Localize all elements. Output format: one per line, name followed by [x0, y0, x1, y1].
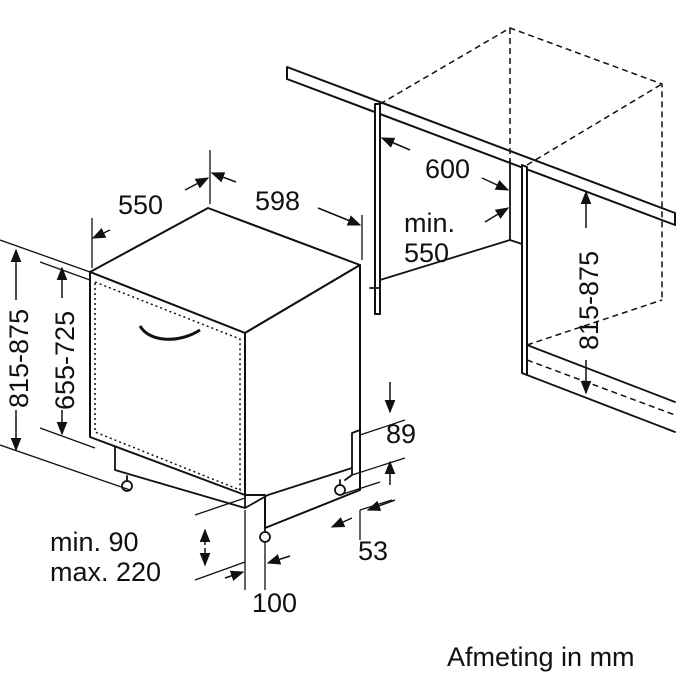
label-foot-100: 100: [252, 588, 297, 618]
right-cabinet-side: [521, 164, 528, 376]
label-plinth-max: max. 220: [50, 557, 161, 587]
foot-front-right: [259, 531, 271, 543]
label-niche-depth-min: min.: [404, 208, 455, 238]
label-plinth-89: 89: [386, 419, 416, 449]
dimension-arrows: [10, 137, 592, 581]
countertop: [286, 66, 676, 226]
label-foot-53: 53: [358, 536, 388, 566]
label-height-range-right: 815-875: [574, 251, 604, 350]
label-height-range-left: 815-875: [4, 309, 34, 408]
label-niche-width-600: 600: [425, 154, 470, 184]
label-unit-note: Afmeting in mm: [447, 642, 635, 672]
label-niche-depth-550: 550: [404, 238, 449, 268]
dimension-labels: 550 598 600 min. 550 815-875 655-725 815…: [4, 154, 635, 672]
door-outline: [94, 280, 241, 492]
label-depth-550: 550: [118, 190, 163, 220]
door-handle: [138, 325, 201, 341]
dishwasher-body: [89, 207, 361, 543]
label-door-height-range: 655-725: [50, 311, 80, 410]
label-width-598: 598: [255, 186, 300, 216]
niche-outline: [286, 27, 676, 433]
label-plinth-min: min. 90: [50, 527, 139, 557]
